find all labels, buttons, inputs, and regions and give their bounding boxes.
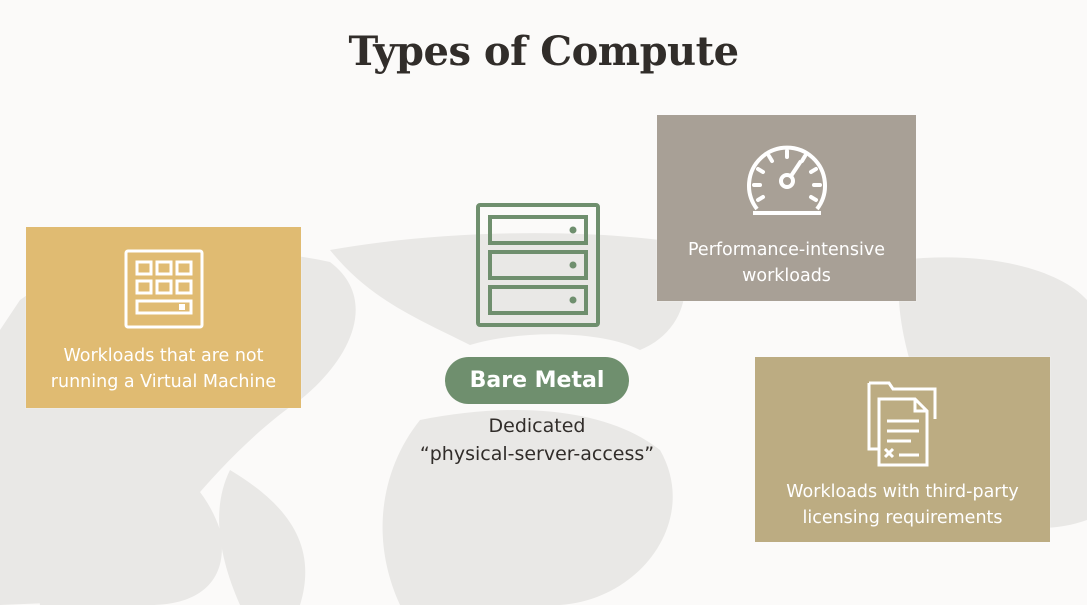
card-licensing-line1: Workloads with third-party	[786, 482, 1019, 502]
card-performance-workloads: Performance-intensive workloads	[657, 115, 916, 301]
card-performance-line2: workloads	[742, 266, 831, 286]
server-rack-icon	[476, 203, 600, 327]
keypad-icon	[124, 249, 204, 329]
bare-metal-description: Dedicated “physical-server-access”	[387, 412, 687, 468]
card-no-vm-line1: Workloads that are not	[63, 346, 264, 366]
bare-metal-desc-line2: “physical-server-access”	[419, 443, 655, 465]
license-documents-icon	[867, 381, 937, 467]
card-performance-line1: Performance-intensive	[688, 240, 885, 260]
bare-metal-desc-line1: Dedicated	[488, 415, 586, 437]
speedometer-icon	[747, 145, 827, 215]
card-licensing-label: Workloads with third-party licensing req…	[755, 479, 1050, 531]
card-no-vm-label: Workloads that are not running a Virtual…	[26, 343, 301, 395]
card-licensing-workloads: Workloads with third-party licensing req…	[755, 357, 1050, 542]
slide-title: Types of Compute	[348, 28, 739, 75]
card-no-vm-workloads: Workloads that are not running a Virtual…	[26, 227, 301, 408]
card-licensing-line2: licensing requirements	[802, 508, 1003, 528]
bare-metal-badge: Bare Metal	[445, 357, 629, 404]
card-no-vm-line2: running a Virtual Machine	[50, 372, 277, 392]
card-performance-label: Performance-intensive workloads	[657, 237, 916, 289]
